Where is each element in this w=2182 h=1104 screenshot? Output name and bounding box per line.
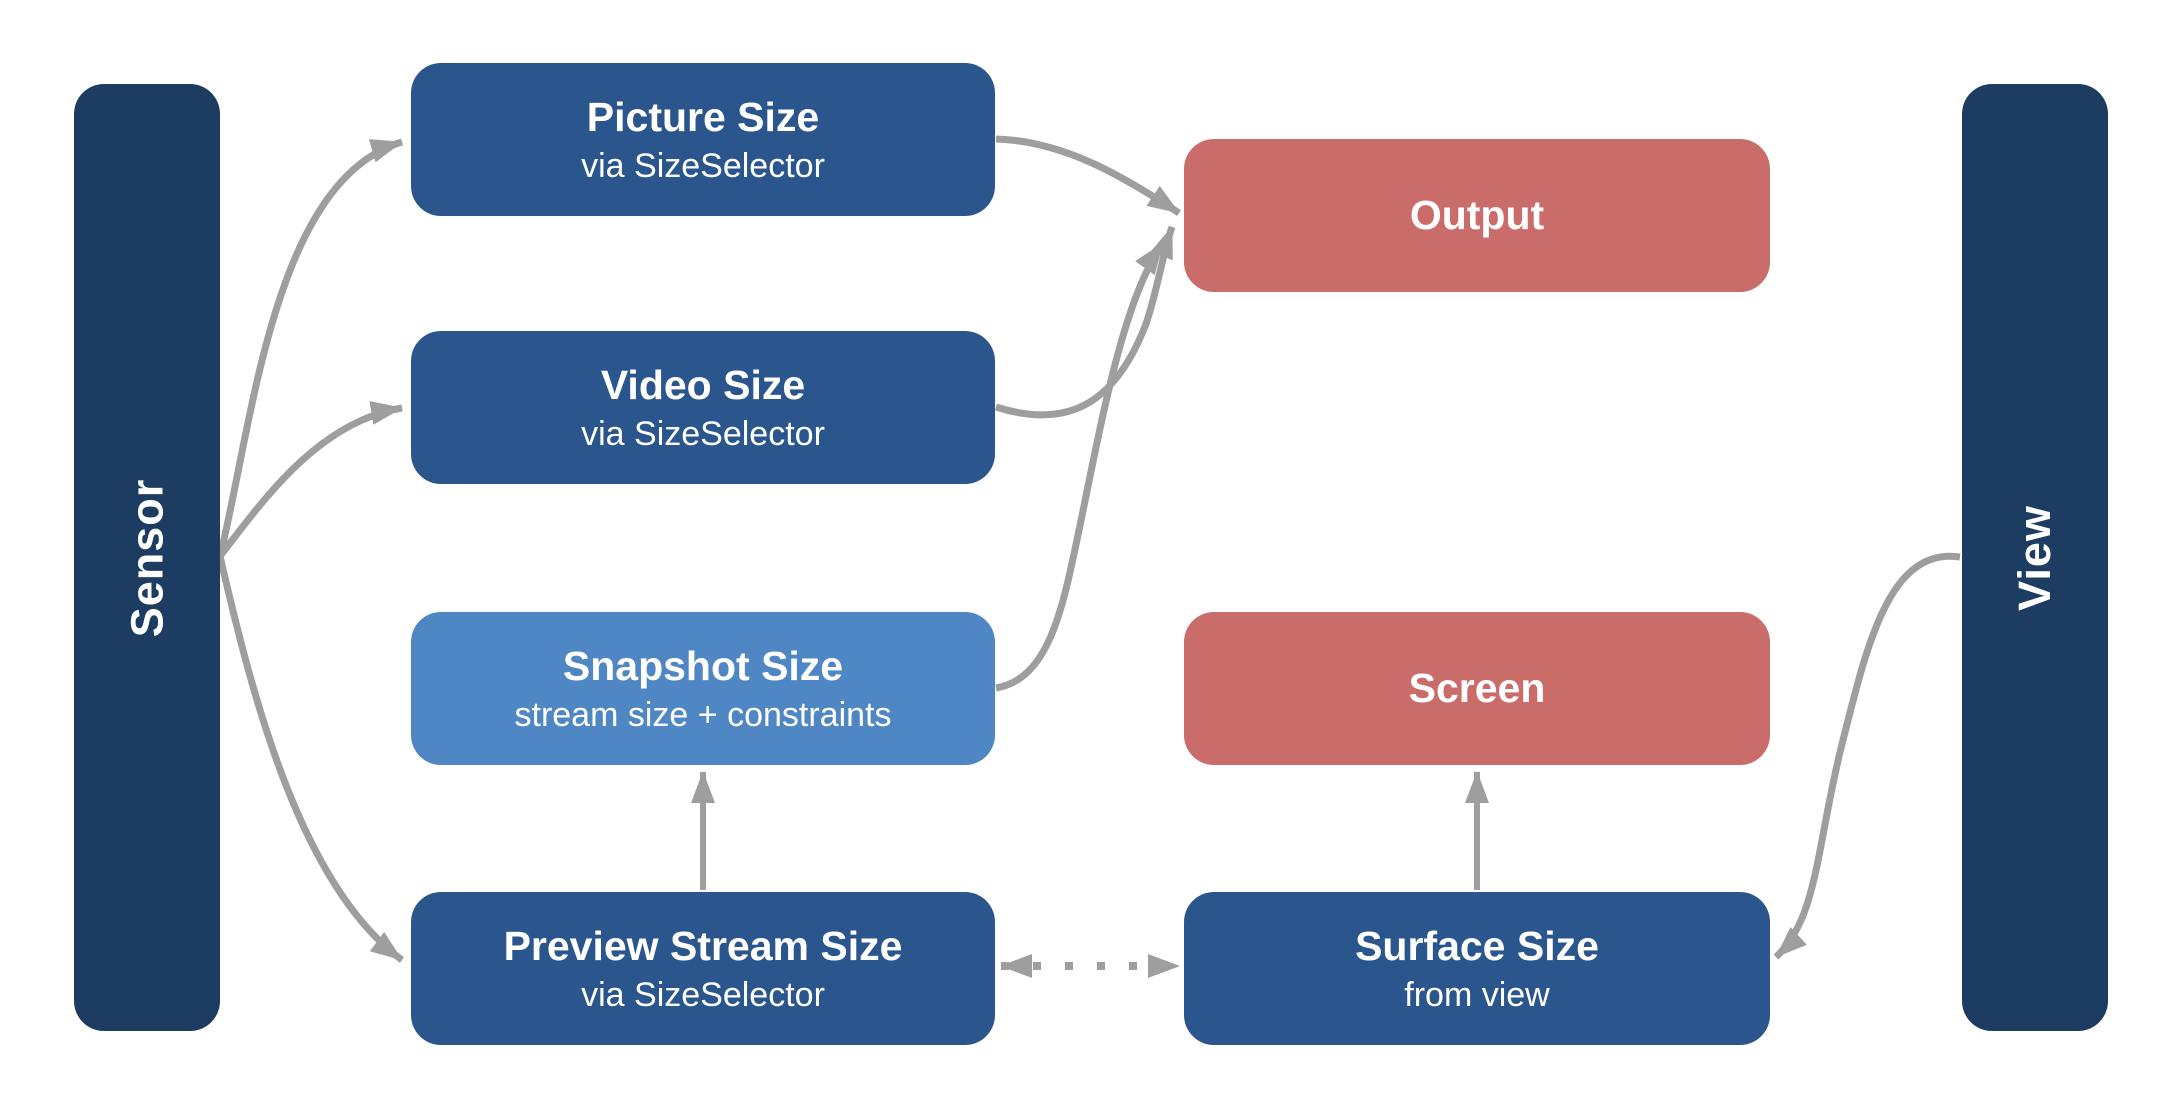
node-snapshot-size-subtitle: stream size + constraints (514, 695, 892, 734)
node-preview-stream-size: Preview Stream Size via SizeSelector (411, 892, 995, 1045)
edge-video-size-to-output (994, 225, 1176, 419)
node-output: Output (1184, 139, 1770, 292)
node-video-size-subtitle: via SizeSelector (581, 414, 825, 453)
edge-view-to-surface-size (1773, 552, 1961, 960)
edge-snapshot-size-to-output (995, 240, 1166, 692)
node-preview-stream-size-title: Preview Stream Size (503, 923, 903, 970)
node-picture-size-title: Picture Size (586, 94, 820, 141)
node-video-size-title: Video Size (600, 362, 806, 409)
node-screen-title: Screen (1408, 664, 1546, 711)
node-picture-size-subtitle: via SizeSelector (581, 146, 825, 185)
node-snapshot-size-title: Snapshot Size (562, 643, 844, 690)
lane-view-label: View (2008, 504, 2060, 611)
lane-view: View (1962, 84, 2108, 1031)
edge-sensor-to-preview-stream-size (216, 555, 405, 963)
node-picture-size: Picture Size via SizeSelector (411, 63, 995, 216)
edge-picture-size-to-output (995, 135, 1181, 216)
node-surface-size-subtitle: from view (1404, 975, 1550, 1014)
lane-sensor-label: Sensor (121, 478, 172, 637)
edge-sensor-to-picture-size (216, 138, 403, 557)
node-snapshot-size: Snapshot Size stream size + constraints (411, 612, 995, 765)
node-surface-size: Surface Size from view (1184, 892, 1770, 1045)
node-output-title: Output (1409, 191, 1545, 238)
node-preview-stream-size-subtitle: via SizeSelector (581, 975, 825, 1014)
edge-sensor-to-video-size (217, 401, 403, 559)
node-surface-size-title: Surface Size (1355, 923, 1599, 970)
node-screen: Screen (1184, 612, 1770, 765)
lane-sensor: Sensor (74, 84, 220, 1031)
node-video-size: Video Size via SizeSelector (411, 331, 995, 484)
